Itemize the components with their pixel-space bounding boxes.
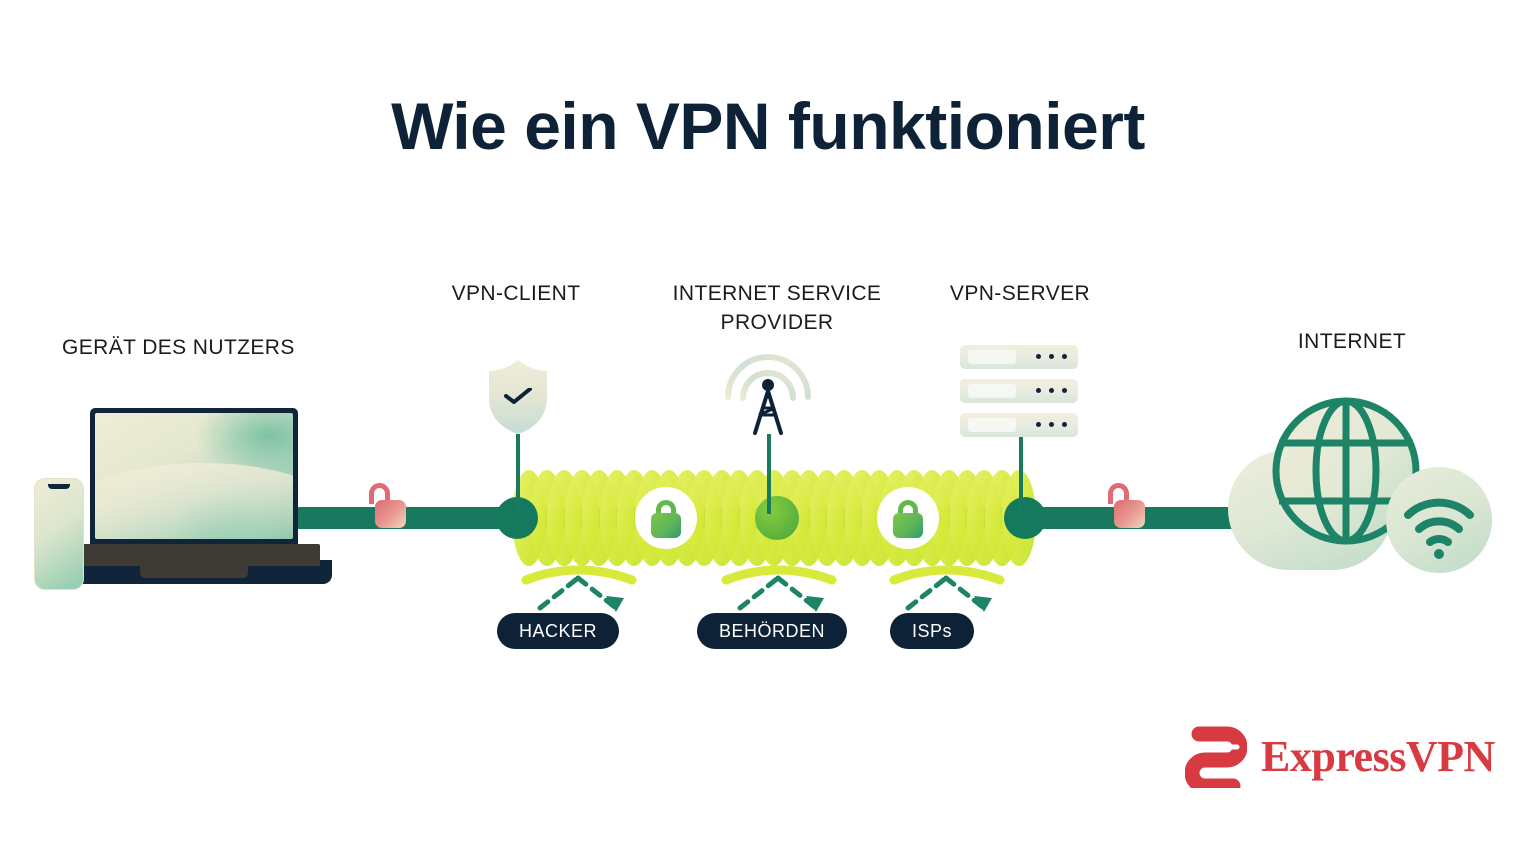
open-padlock-icon	[1106, 483, 1146, 531]
threat-badge-authorities: BEHÖRDEN	[697, 613, 848, 649]
closed-padlock-body	[893, 513, 923, 538]
user-device-group	[28, 408, 348, 603]
closed-padlock-icon	[635, 487, 697, 549]
label-internet-service-provider: INTERNET SERVICE PROVIDER	[672, 282, 882, 334]
server-rack-icon	[960, 345, 1078, 437]
open-padlock-icon	[367, 483, 407, 531]
closed-padlock-icon	[877, 487, 939, 549]
deflected-arrow-icon	[721, 565, 837, 612]
server-unit	[960, 413, 1078, 437]
shield-check-icon	[489, 360, 547, 434]
server-slot	[968, 350, 1016, 364]
broadcast-tower-icon	[725, 354, 811, 435]
laptop-screen-wallpaper	[95, 413, 293, 539]
label-internet: INTERNET	[1297, 330, 1407, 353]
open-padlock-body	[1114, 500, 1145, 528]
closed-padlock-shackle	[656, 500, 676, 518]
check-icon	[504, 388, 532, 404]
closed-padlock-body	[651, 513, 681, 538]
label-user-device: GERÄT DES NUTZERS	[62, 336, 295, 359]
server-status-dots	[1036, 388, 1067, 393]
server-status-dots	[1036, 354, 1067, 359]
threat-badge-isps: ISPs	[890, 613, 975, 649]
server-status-dots	[1036, 422, 1067, 427]
open-padlock-shackle	[1108, 483, 1129, 504]
laptop-keyboard-deck	[68, 544, 320, 566]
closed-padlock-shackle	[898, 500, 918, 518]
laptop-icon	[90, 408, 298, 544]
encrypted-tunnel	[496, 470, 1046, 566]
phone-notch	[48, 484, 70, 489]
internet-cluster	[1228, 395, 1503, 575]
phone-icon	[34, 478, 84, 590]
server-unit	[960, 379, 1078, 403]
wifi-icon	[1404, 498, 1474, 559]
wifi-badge	[1386, 467, 1492, 573]
brand-name: ExpressVPN	[1261, 732, 1495, 781]
page-title: Wie ein VPN funktioniert	[391, 89, 1145, 163]
open-padlock-shackle	[369, 483, 390, 504]
connector-stem-vpn-server	[1019, 434, 1023, 514]
open-padlock-body	[375, 500, 406, 528]
server-slot	[968, 418, 1016, 432]
threat-badge-hacker: HACKER	[497, 613, 620, 649]
label-vpn-server: VPN-SERVER	[949, 282, 1091, 305]
connector-stem-vpn-client	[516, 434, 520, 514]
tunnel-exit-node	[1004, 497, 1046, 539]
connector-stem-isp	[767, 434, 771, 514]
deflected-arrow-icon	[521, 565, 637, 612]
laptop-trackpad	[140, 562, 248, 578]
deflected-arrow-icon	[889, 565, 1005, 612]
server-slot	[968, 384, 1016, 398]
expressvpn-logo-mark	[1185, 726, 1247, 788]
expressvpn-logo: ExpressVPN	[1185, 726, 1495, 788]
server-unit	[960, 345, 1078, 369]
isp-node	[755, 496, 799, 540]
label-vpn-client: VPN-CLIENT	[451, 282, 581, 305]
